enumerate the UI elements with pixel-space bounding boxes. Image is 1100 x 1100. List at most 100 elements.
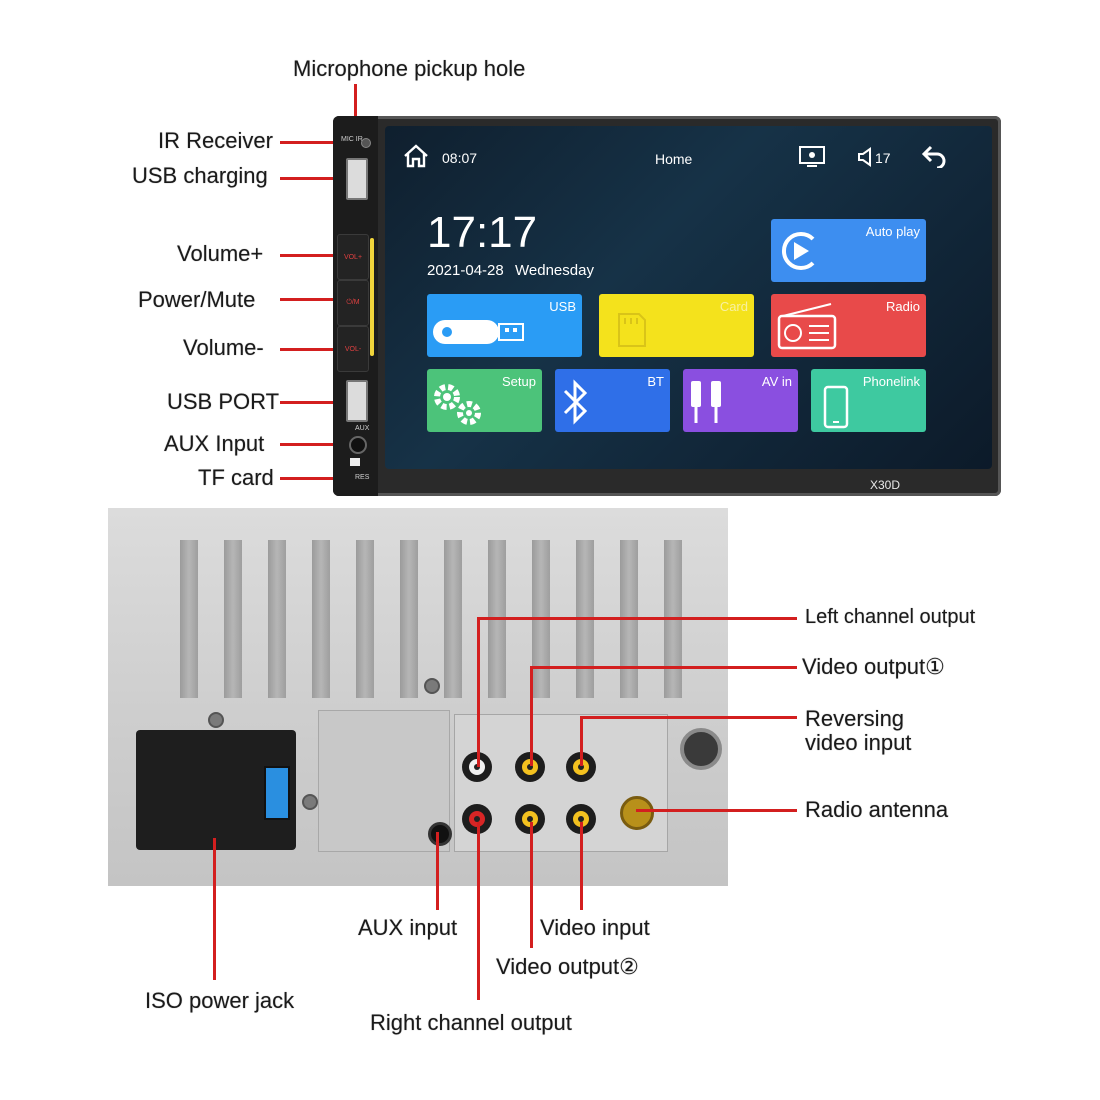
tile-radio[interactable]: Radio [771,294,926,357]
tile-bt[interactable]: BT [555,369,670,432]
head-unit-back [108,508,728,886]
status-time: 08:07 [442,150,478,166]
aux-label: AUX [355,425,370,432]
clock: 17:17 [427,208,538,257]
rca-cable-icon [691,381,721,423]
rca-panel [454,714,668,852]
brightness-icon[interactable] [799,146,825,168]
tf-card-slot[interactable] [350,458,360,466]
rca-video-in[interactable] [566,804,596,834]
callout-usb-port: USB PORT [167,389,280,414]
touch-screen[interactable]: 08:07 Home 17 17:17 2021-04-28 Wednesday… [385,126,992,469]
callout-volume-down: Volume- [183,335,264,360]
callout-line-left-channel [477,617,797,620]
callout-line-video-out-2 [530,822,533,948]
mount-screw [208,712,224,728]
callout-line-volume-up [280,254,340,257]
head-unit-front: MIC IR VOL+ ⏻/M VOL- AUX RES 08:07 Home … [333,116,1001,496]
callout-line-left-channel [477,617,480,767]
heat-sink-fin [224,540,242,698]
callout-line-video-in [580,822,583,910]
heat-sink-fin [180,540,198,698]
callout-line-iso [213,838,216,980]
callout-aux-input-back: AUX input [358,915,458,940]
callout-ir-receiver: IR Receiver [158,128,273,153]
callout-aux-input-front: AUX Input [164,431,265,456]
aux-input-jack[interactable] [428,822,452,846]
iso-power-jack[interactable] [136,730,296,850]
control-panel: MIC IR VOL+ ⏻/M VOL- AUX RES [333,116,378,496]
power-mute-button[interactable]: ⏻/M [337,280,369,326]
callout-tf-card: TF card [198,465,274,490]
gps-port[interactable] [680,728,722,770]
heat-sink-fin [444,540,462,698]
tile-radio-label: Radio [886,299,920,314]
microphone-hole [361,138,371,148]
callout-volume-up: Volume+ [177,241,264,266]
gear-icon [434,384,481,425]
callout-line-aux-back [436,832,439,910]
callout-radio-antenna: Radio antenna [805,797,949,822]
callout-microphone: Microphone pickup hole [293,56,526,81]
callout-line-ir [280,141,350,144]
bluetooth-icon [563,379,588,425]
screen-title: Home [655,151,693,167]
callout-line-right-channel [477,822,480,1000]
usb-port[interactable] [346,380,368,422]
callout-line-video-out-1 [530,666,797,669]
heat-sink-fin [356,540,374,698]
callout-line-mic [354,84,357,134]
mount-screw [302,794,318,810]
callout-line-power [280,298,340,301]
callout-video-input: Video input [540,915,650,940]
volume-icon[interactable] [857,147,875,167]
tile-auto-play[interactable]: Auto play [771,219,926,282]
volume-up-button[interactable]: VOL+ [337,234,369,280]
back-icon[interactable] [921,144,947,168]
callout-right-channel-output: Right channel output [370,1010,572,1035]
led-strip [370,238,374,356]
callout-line-reversing [580,716,583,766]
callout-video-output-2: Video output② [496,954,639,979]
tile-setup-label: Setup [502,374,536,389]
radio-antenna-jack[interactable] [620,796,654,830]
tile-phonelink[interactable]: Phonelink [811,369,926,432]
tile-usb-label: USB [549,299,576,314]
home-icon[interactable] [403,144,429,168]
callout-line-usb-charging [280,177,342,180]
callout-reversing-video-input: Reversing video input [805,706,912,755]
volume-level: 17 [875,150,891,166]
tile-usb[interactable]: USB [427,294,582,357]
volume-down-button[interactable]: VOL- [337,326,369,372]
tile-bt-label: BT [647,374,664,389]
heat-sink-fin [400,540,418,698]
weekday: Wednesday [515,262,594,279]
callout-line-usb-port [280,401,342,404]
sd-card-icon [618,313,646,347]
tile-av-in-label: AV in [761,374,792,389]
tile-card[interactable]: Card [599,294,754,357]
callout-usb-charging: USB charging [132,163,268,188]
date: 2021-04-28 [427,262,504,279]
radio-icon [777,303,837,350]
phone-icon [823,385,849,429]
usb-charging-port[interactable] [346,158,368,200]
tile-card-label: Card [719,299,748,314]
callout-line-volume-down [280,348,340,351]
tile-setup[interactable]: Setup [427,369,542,432]
usb-drive-icon [433,320,524,344]
rca-left-audio-out[interactable] [462,752,492,782]
fuse [264,766,290,820]
tile-phonelink-label: Phonelink [862,374,920,389]
aux-jack[interactable] [349,436,367,454]
mount-screw [424,678,440,694]
mic-ir-label: MIC IR [341,136,363,143]
callout-line-video-out-1 [530,666,533,766]
callout-iso-power-jack: ISO power jack [145,988,295,1013]
callout-left-channel-output: Left channel output [805,606,976,628]
callout-line-tf [280,477,352,480]
tile-av-in[interactable]: AV in [683,369,798,432]
play-icon [781,232,815,270]
callout-line-aux-front [280,443,352,446]
model-label: X30D [870,478,901,492]
